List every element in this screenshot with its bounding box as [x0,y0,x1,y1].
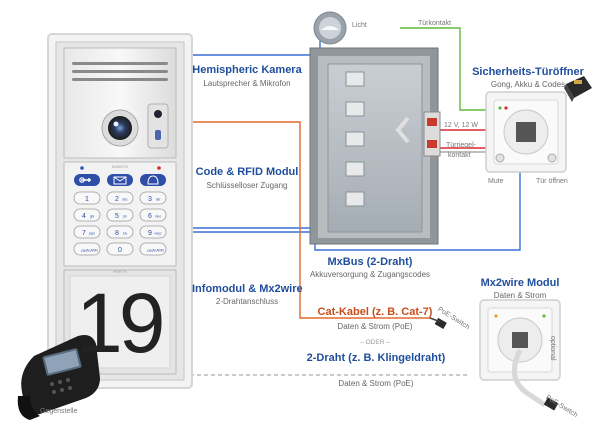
keypad-key [73,225,101,239]
info-subtitle: 2-Drahtanschluss [215,297,279,306]
voltage-label: 12 V, 12 W [444,122,478,129]
cat-cable-title: Cat-Kabel (z. B. Cat-7) [310,306,440,318]
svg-text:MOBOTIX: MOBOTIX [113,270,127,274]
door-handle-icon [395,116,410,144]
door-contact-label: Türkontakt [418,20,452,27]
keypad-key [106,208,134,222]
door-light-icon [313,11,347,45]
remote-station-label: Gegenstelle [40,408,78,415]
poe-plug-icon [543,397,559,411]
keypad-key [73,242,101,256]
keypad-key [139,191,167,205]
keypad-key-sublabel: abc [122,198,128,202]
keypad-key [139,242,167,256]
speaker-grille-icon [72,62,168,81]
keypad-key-sublabel: jkl [122,215,126,219]
bolt-contact-label-2: kontakt [448,152,471,159]
keypad-key-label: 1 [85,196,89,203]
sensor-icon [154,110,162,118]
cat-cable-text: Cat-Kabel (z. B. Cat-7) [317,306,433,318]
door-open-button [547,153,557,163]
camera-title: Hemispheric Kamera [192,64,302,76]
bell-icon [147,175,159,185]
cat-cable-subtitle: Daten & Strom (PoE) [337,322,413,331]
safety-opener-module [485,91,567,173]
keypad-key-label: 2 [115,196,119,203]
keypad-key-label: 3 [148,196,152,203]
rfid-subtitle: Schlüsselloser Zugang [206,181,288,190]
mute-label: Mute [488,178,504,185]
info-module: MOBOTIX [63,269,177,375]
optional-label: optional [549,336,556,361]
keypad-key-label: OK [81,248,87,253]
or-separator: – ODER – [360,339,390,346]
cable-blue-mxbus [190,170,521,251]
cable-orange [190,121,430,319]
opener-title: Sicherheits-Türöffner [472,66,584,78]
rfid-title: Code & RFID Modul [195,166,299,178]
mxbus-subtitle: Akkuversorgung & Zugangscodes [309,270,431,279]
keypad-key-sublabel: ALARM [153,249,164,253]
desk-phone-icon [17,335,101,420]
mx2wire-title: Mx2wire Modul [480,277,560,289]
mx2wire-module [479,299,561,381]
opener-subtitle: Gong, Akku & Codes [490,80,566,89]
house-number: 19 [76,276,165,370]
key-icon [81,178,91,182]
mute-button [495,153,505,163]
poe-switch-label-2: PoE-Switch [544,394,579,420]
two-wire-title: 2-Draht (z. B. Klingeldraht) [306,352,446,364]
keypad-key [73,191,101,205]
mxbus-title: MxBus (2-Draht) [327,256,413,268]
poe-switch-label-1: PoE-Switch [436,306,471,332]
mx2wire-subtitle: Daten & Strom [493,291,547,300]
camera-subtitle: Lautsprecher & Mikrofon [203,79,291,88]
keypad-key-sublabel: mno [155,215,161,219]
keypad-key-label: 7 [82,230,86,237]
keypad-key-label: 9 [148,230,152,237]
keypad-key [106,225,134,239]
info-title: Infomodul & Mx2wire [192,283,303,295]
mail-icon [113,176,127,185]
light-label: Licht [352,22,367,29]
cable-green [400,27,500,111]
keypad-key-sublabel: ghi [90,215,95,219]
keypad-key-sublabel: ALARM [87,249,98,253]
keypad-key-sublabel: tuv [123,232,128,236]
keypad-key-label: 5 [115,213,119,220]
keypad-key-sublabel: def [156,198,161,202]
keypad-key [139,225,167,239]
bolt-contact-label-1: Türriegel- [446,142,476,149]
keypad-key-label: 0 [118,247,122,254]
cable-mx2wire-white [511,348,547,408]
door [309,47,441,245]
keypad-key-label: 8 [115,230,119,237]
gong-device-icon [564,76,592,102]
keypad-key [106,191,134,205]
keypad-key-label: 6 [148,213,152,220]
bell-button [140,174,166,186]
keypad-key-label: 4 [82,213,86,220]
door-open-label: Tür öffnen [536,178,568,185]
keypad-key [106,242,134,256]
keypad-key-sublabel: pqrs [89,232,96,236]
keypad-key-sublabel: wxyz [154,232,161,236]
two-wire-subtitle: Daten & Strom (PoE) [338,379,414,388]
keypad-key [73,208,101,222]
keypad-key [139,208,167,222]
svg-text:MOBOTIX: MOBOTIX [112,165,129,169]
keypad-key-label: OK [147,248,153,253]
